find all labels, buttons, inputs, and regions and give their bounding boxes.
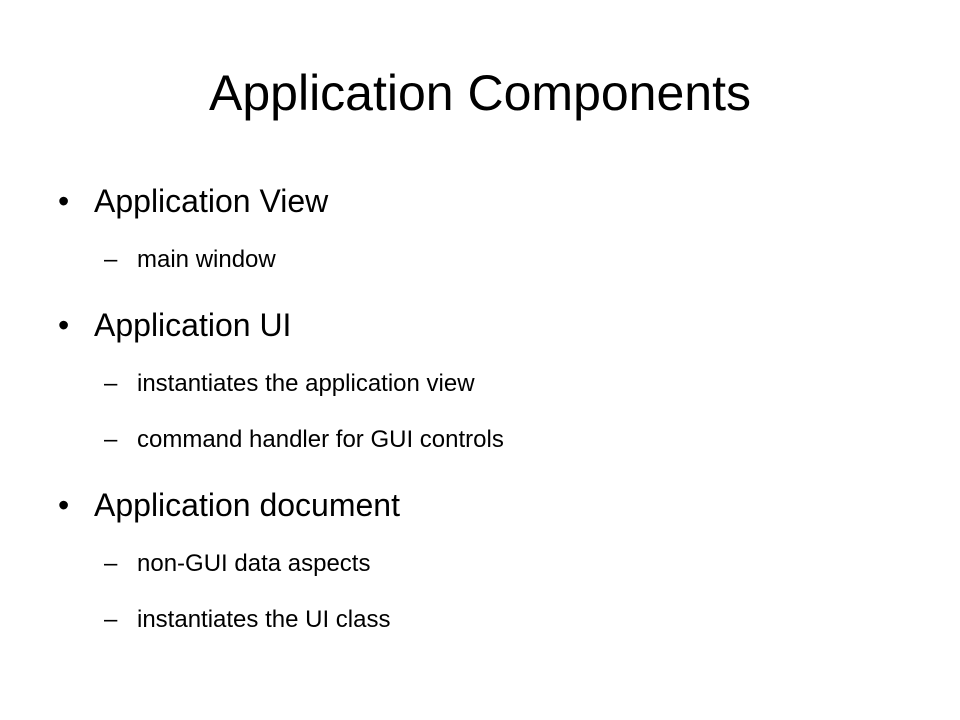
sub-item: – command handler for GUI controls xyxy=(0,412,960,468)
bullet-item-application-view: • Application View – main window xyxy=(0,170,960,288)
bullet-icon: • xyxy=(58,183,70,219)
slide-title: Application Components xyxy=(209,65,751,121)
bullet-item-application-ui: • Application UI – instantiates the appl… xyxy=(0,294,960,468)
bullet-icon: • xyxy=(58,487,70,523)
sub-item: – non-GUI data aspects xyxy=(0,536,960,592)
bullet-row: • Application document xyxy=(0,474,960,536)
sub-item: – main window xyxy=(0,232,960,288)
dash-icon: – xyxy=(104,550,118,577)
sub-item-text: non-GUI data aspects xyxy=(137,550,371,577)
dash-icon: – xyxy=(104,426,118,453)
sub-list: – main window xyxy=(0,232,960,288)
sub-item-text: main window xyxy=(137,246,276,273)
dash-icon: – xyxy=(104,606,118,633)
bullet-icon: • xyxy=(58,307,70,343)
bullet-text: Application document xyxy=(94,487,400,523)
sub-list: – non-GUI data aspects – instantiates th… xyxy=(0,536,960,648)
sub-item-text: command handler for GUI controls xyxy=(137,426,504,453)
sub-item: – instantiates the application view xyxy=(0,356,960,412)
sub-item-text: instantiates the application view xyxy=(137,370,475,397)
dash-icon: – xyxy=(104,246,118,273)
dash-icon: – xyxy=(104,370,118,397)
sub-list: – instantiates the application view – co… xyxy=(0,356,960,468)
bullet-item-application-document: • Application document – non-GUI data as… xyxy=(0,474,960,648)
bullet-list: • Application View – main window • Appli… xyxy=(0,170,960,648)
bullet-row: • Application UI xyxy=(0,294,960,356)
bullet-text: Application UI xyxy=(94,307,292,343)
sub-item-text: instantiates the UI class xyxy=(137,606,391,633)
bullet-text: Application View xyxy=(94,183,329,219)
sub-item: – instantiates the UI class xyxy=(0,592,960,648)
bullet-row: • Application View xyxy=(0,170,960,232)
